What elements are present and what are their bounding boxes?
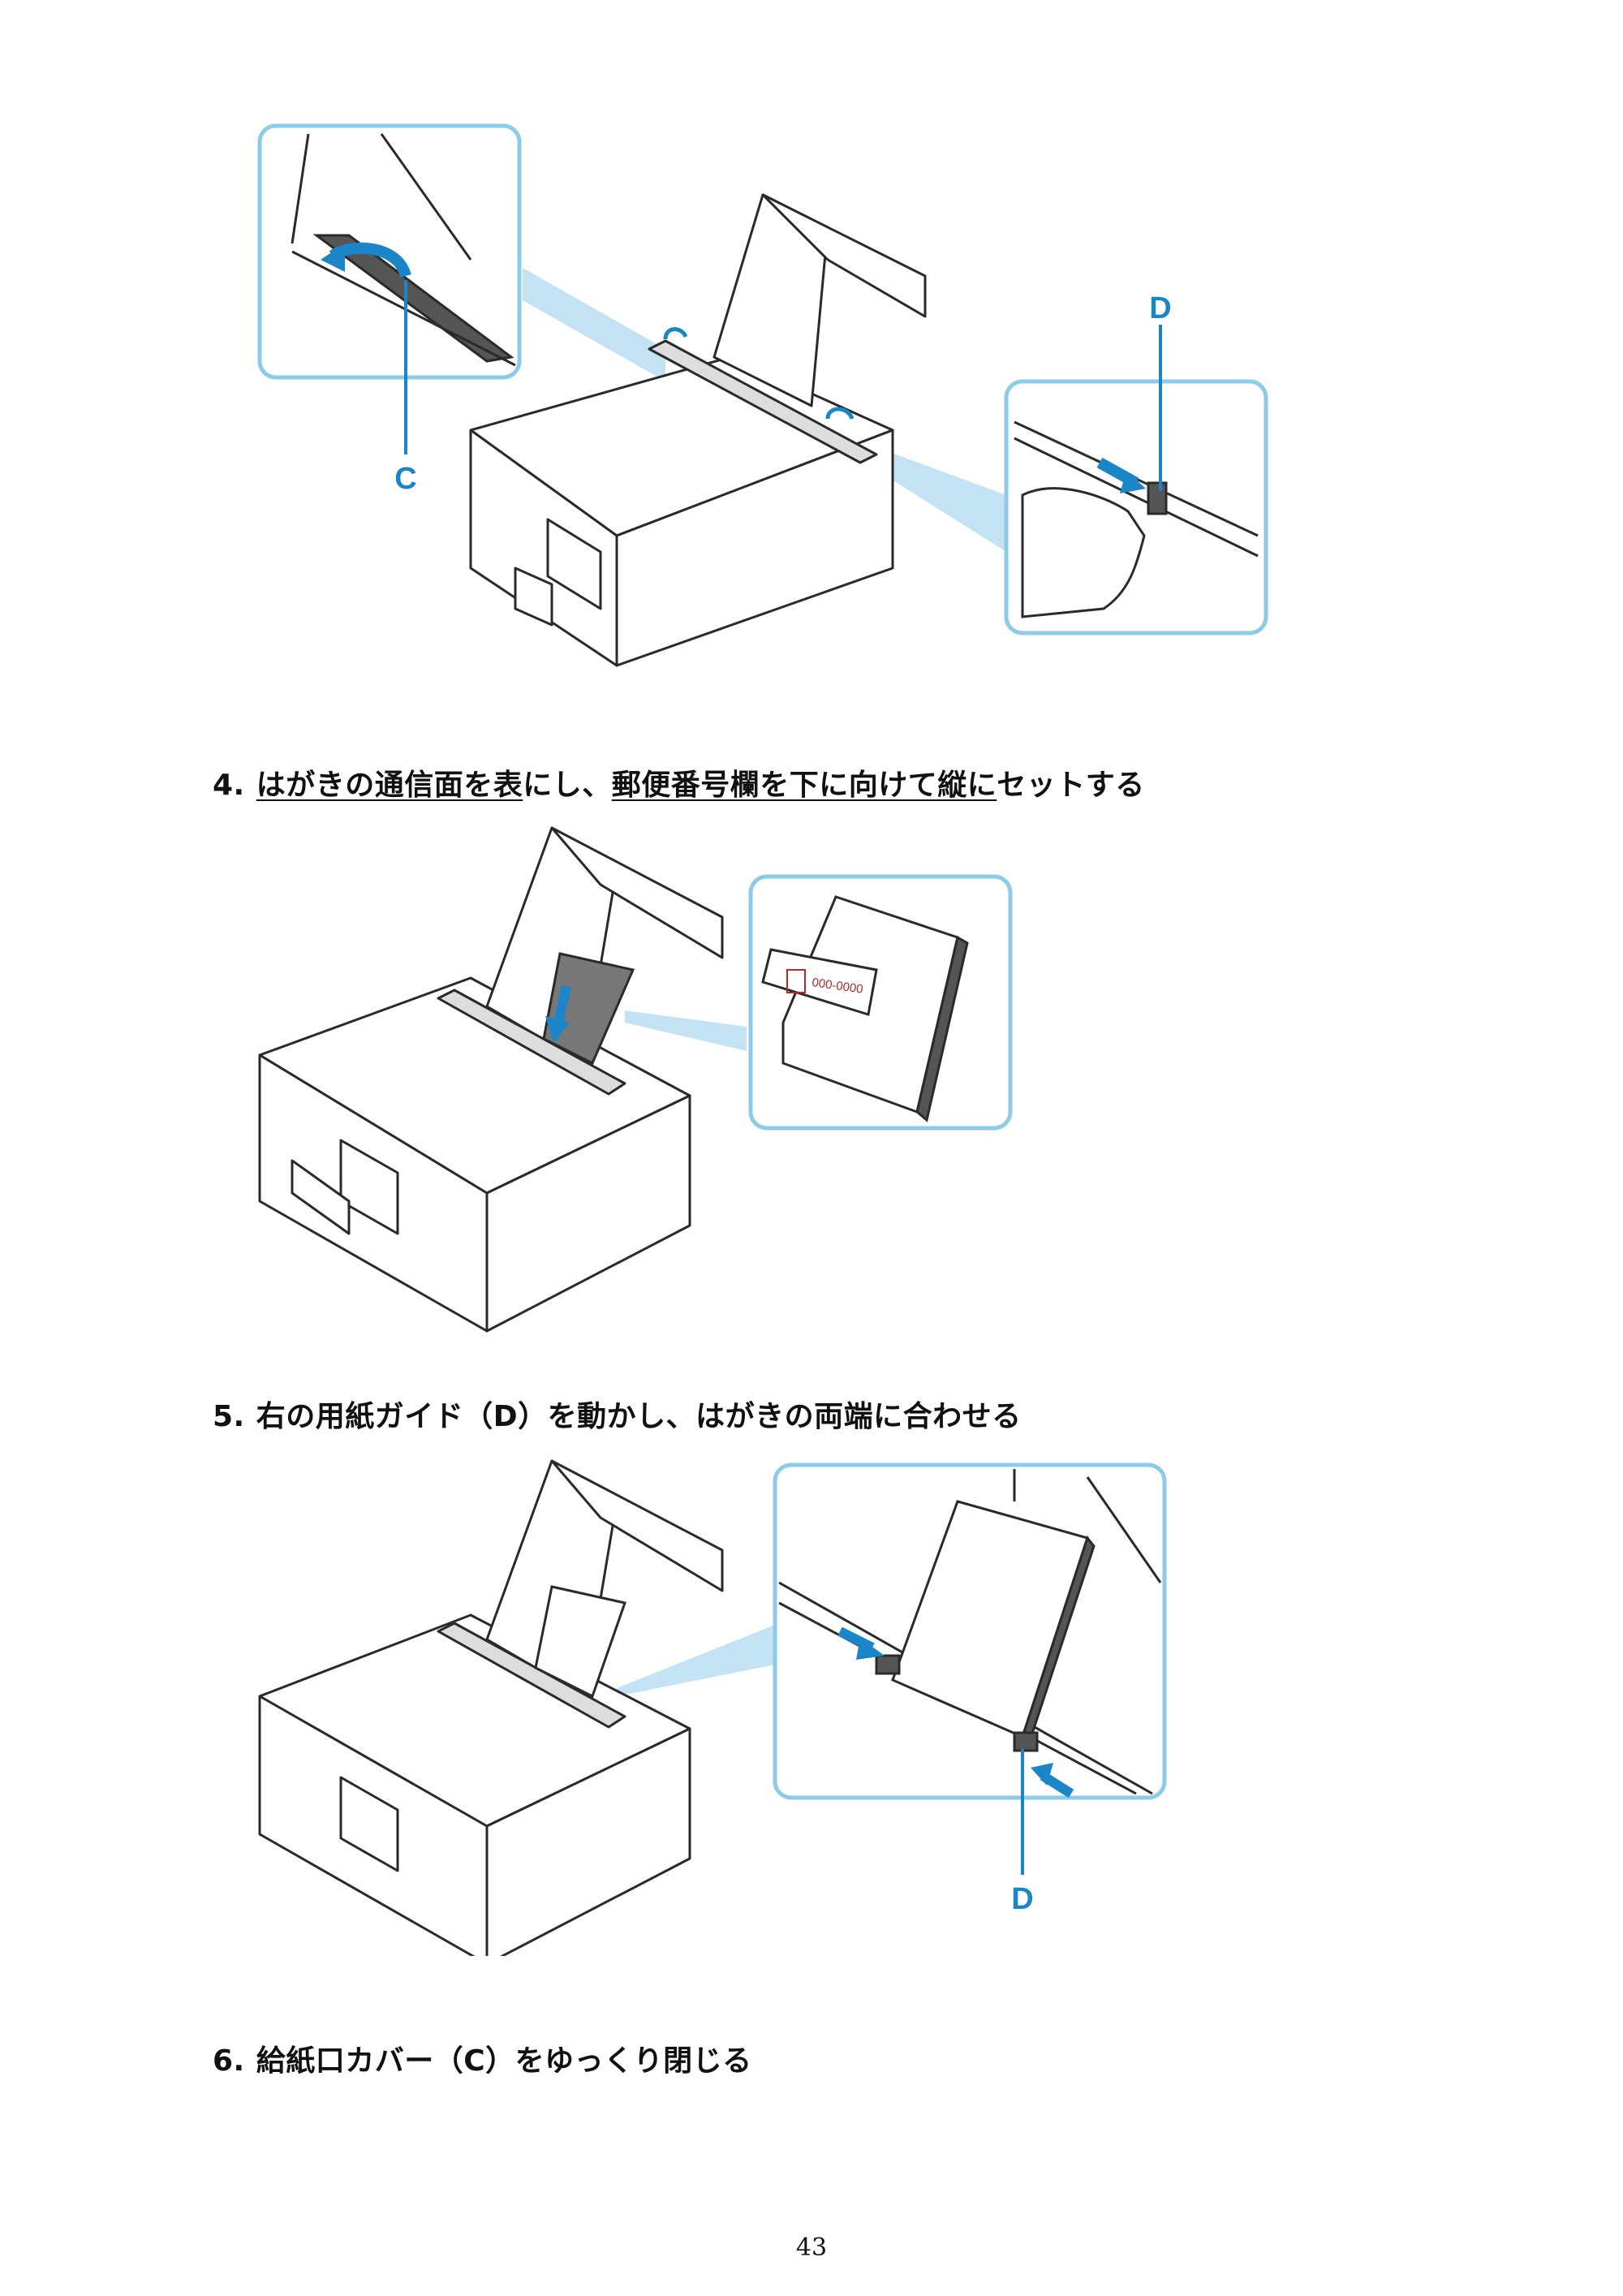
rotate-arrow-icon [825,407,855,420]
step-4-instruction: 4. はがきの通信面を表にし、郵便番号欄を下に向けて縦にセットする [213,761,1145,803]
figure-load-postcard: 000-0000 [243,820,1022,1355]
step-number: 4. [213,769,245,802]
figure-adjust-paper-guide: D [243,1453,1185,1956]
step-6-instruction: 6. 給紙口カバー（C）をゆっくり閉じる [213,2037,752,2079]
postcard-stack [542,952,635,1066]
rotate-arrow-icon [663,327,688,340]
arrowhead-icon [856,1638,885,1660]
printer-illustration [258,1459,724,1956]
postcard-stack [534,1585,626,1699]
callout-label-d: D [1149,291,1171,325]
step-number: 5. [213,1400,245,1433]
postcard-closeup [761,895,969,1122]
callout-beam-left [523,268,665,381]
step-text: 給紙口カバー（C）をゆっくり閉じる [256,2044,752,2078]
figure-open-feed-slot-cover: C D [243,114,1298,698]
feed-slot-cover-closeup [291,133,516,367]
arrowhead-icon [1031,1763,1053,1786]
callout-label-d: D [1011,1882,1033,1916]
step-text-underlined: はがきの通信面を表 [256,769,523,802]
callout-beam [625,1010,747,1051]
callout-beam [617,1623,779,1696]
step-text: にし、 [523,769,612,802]
printer-illustration [258,826,724,1333]
page-number: 43 [795,2234,828,2262]
step-number: 6. [213,2044,245,2078]
arrowhead-icon [545,1016,570,1043]
printer-illustration [469,193,927,667]
paper-guide-closeup [778,1469,1162,1795]
arrowhead-icon [1120,471,1146,493]
step-text-underlined: 郵便番号欄を下に向けて縦に [611,769,997,802]
step-text: 右の用紙ガイド（D）を動かし、はがきの両端に合わせる [256,1400,1022,1433]
step-5-instruction: 5. 右の用紙ガイド（D）を動かし、はがきの両端に合わせる [213,1393,1022,1435]
step-text: セットする [997,769,1145,802]
arrowhead-icon [321,243,345,272]
insert-arrow-icon [553,984,571,1024]
callout-label-c: C [394,462,416,496]
